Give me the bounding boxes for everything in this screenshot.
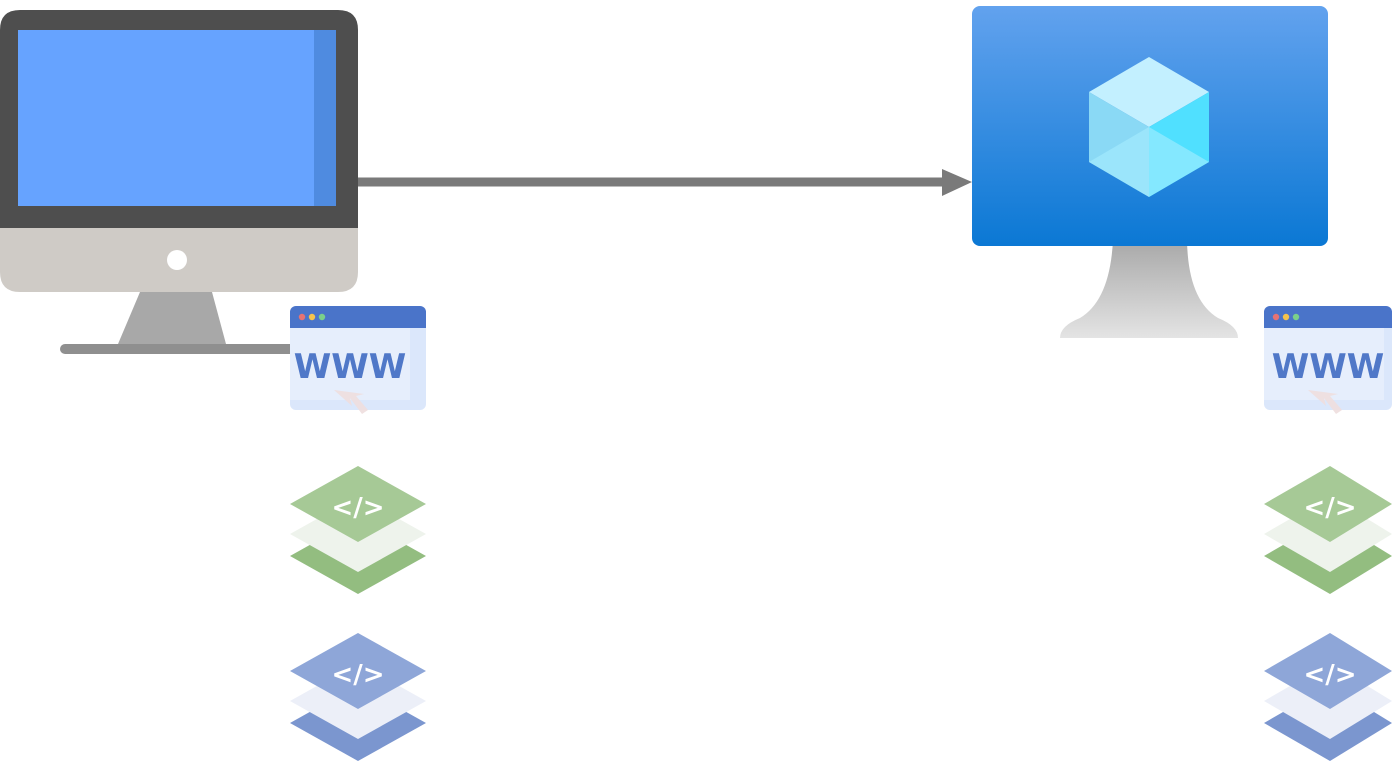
vm-stack: WWW </> </> <box>1264 306 1392 761</box>
code-layers-green-icon: </> <box>290 466 426 594</box>
connection-arrow <box>358 169 972 196</box>
code-label: </> <box>1303 660 1356 690</box>
www-label: WWW <box>294 347 407 387</box>
code-label: </> <box>331 660 384 690</box>
code-label: </> <box>331 493 384 523</box>
www-label: WWW <box>1272 347 1385 387</box>
code-label: </> <box>1303 493 1356 523</box>
code-layers-blue-icon: </> <box>290 633 426 761</box>
web-browser-icon: WWW <box>290 306 426 414</box>
azure-vm-monitor-icon <box>972 6 1328 338</box>
local-stack: WWW </> </> <box>290 306 426 761</box>
cube-icon <box>1089 57 1209 197</box>
code-layers-green-icon: </> <box>1264 466 1392 594</box>
desktop-computer-icon <box>0 10 358 354</box>
code-layers-blue-icon: </> <box>1264 633 1392 761</box>
web-browser-icon: WWW <box>1264 306 1392 414</box>
